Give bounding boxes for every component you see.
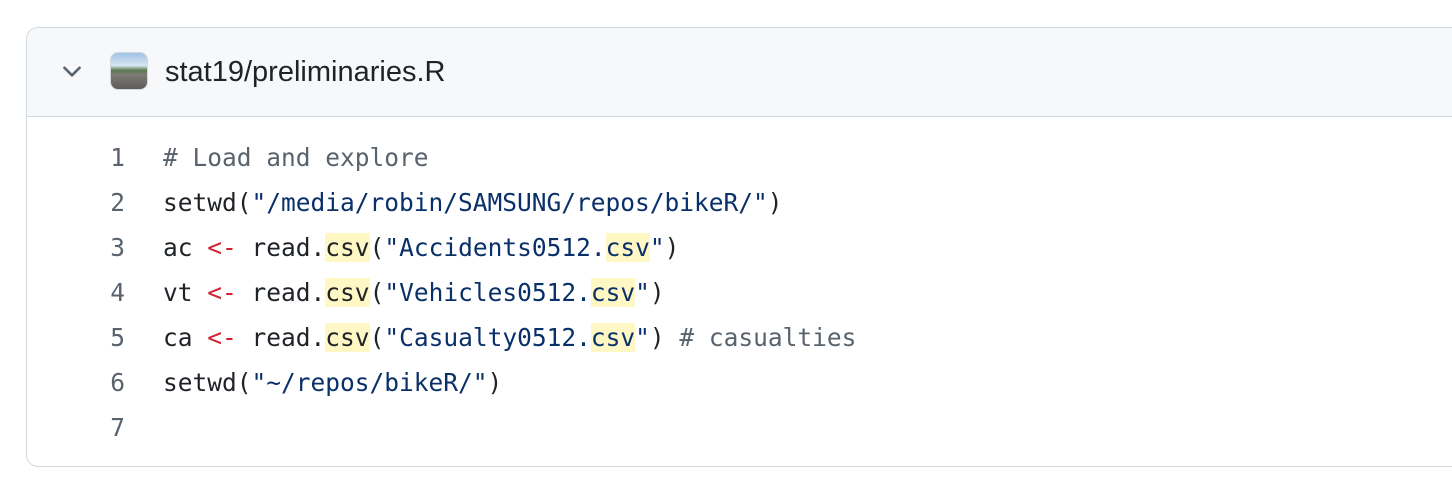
code-token: "Casualty0512. xyxy=(384,323,591,352)
line-number[interactable]: 3 xyxy=(110,233,125,262)
code-token: ) xyxy=(487,368,503,397)
line-source: ac <- read.csv("Accidents0512.csv") xyxy=(163,225,679,270)
line-source: vt <- read.csv("Vehicles0512.csv") xyxy=(163,270,665,315)
line-number[interactable]: 1 xyxy=(110,143,125,172)
line-number[interactable]: 7 xyxy=(110,413,125,442)
code-token: ) xyxy=(649,323,680,352)
code-token: csv xyxy=(325,278,370,307)
code-token: ( xyxy=(369,233,385,262)
code-token: vt xyxy=(163,278,208,307)
code-token: read. xyxy=(236,278,326,307)
code-token: <- xyxy=(207,323,237,352)
code-token: " xyxy=(635,278,650,307)
code-token: csv xyxy=(325,233,370,262)
code-token: ) xyxy=(767,188,783,217)
code-token: "~/repos/bikeR/" xyxy=(251,368,488,397)
line-source: setwd("~/repos/bikeR/") xyxy=(163,360,502,405)
code-token: ( xyxy=(369,323,385,352)
code-token: csv xyxy=(605,233,650,262)
code-token: csv xyxy=(325,323,370,352)
code-token: "/media/robin/SAMSUNG/repos/bikeR/" xyxy=(251,188,768,217)
file-card: stat19/preliminaries.R 1 # Load and explo… xyxy=(26,27,1452,467)
code-line: 7 xyxy=(27,405,1452,450)
line-source: setwd("/media/robin/SAMSUNG/repos/bikeR/… xyxy=(163,180,783,225)
line-number[interactable]: 5 xyxy=(110,323,125,352)
chevron-down-icon[interactable] xyxy=(59,58,85,84)
user-avatar[interactable] xyxy=(110,52,148,90)
code-line: 6 setwd("~/repos/bikeR/") xyxy=(27,360,1452,405)
code-token: read. xyxy=(236,323,326,352)
line-source: ca <- read.csv("Casualty0512.csv") # cas… xyxy=(163,315,856,360)
file-path-link[interactable]: stat19/preliminaries.R xyxy=(165,56,446,88)
code-token: # Load and explore xyxy=(163,143,429,172)
code-token: setwd( xyxy=(163,188,252,217)
code-token: ac xyxy=(163,233,208,262)
code-line: 2 setwd("/media/robin/SAMSUNG/repos/bikeR… xyxy=(27,180,1452,225)
code-token: setwd( xyxy=(163,368,252,397)
code-token: "Accidents0512. xyxy=(384,233,606,262)
line-source: # Load and explore xyxy=(163,135,429,180)
code-line: 1 # Load and explore xyxy=(27,135,1452,180)
code-token: csv xyxy=(590,323,636,352)
line-number[interactable]: 2 xyxy=(110,188,125,217)
code-token: "Vehicles0512. xyxy=(384,278,591,307)
code-token: ca xyxy=(163,323,208,352)
code-token: ( xyxy=(369,278,385,307)
code-token: " xyxy=(635,323,650,352)
code-token: ) xyxy=(664,233,680,262)
file-header: stat19/preliminaries.R xyxy=(27,28,1452,117)
line-number[interactable]: 4 xyxy=(110,278,125,307)
code-token: <- xyxy=(207,278,237,307)
code-token: csv xyxy=(590,278,636,307)
code-token: # casualties xyxy=(679,323,857,352)
code-token: ) xyxy=(649,278,665,307)
code-token: <- xyxy=(207,233,237,262)
line-number[interactable]: 6 xyxy=(110,368,125,397)
code-token: read. xyxy=(236,233,326,262)
code-token: " xyxy=(649,233,665,262)
